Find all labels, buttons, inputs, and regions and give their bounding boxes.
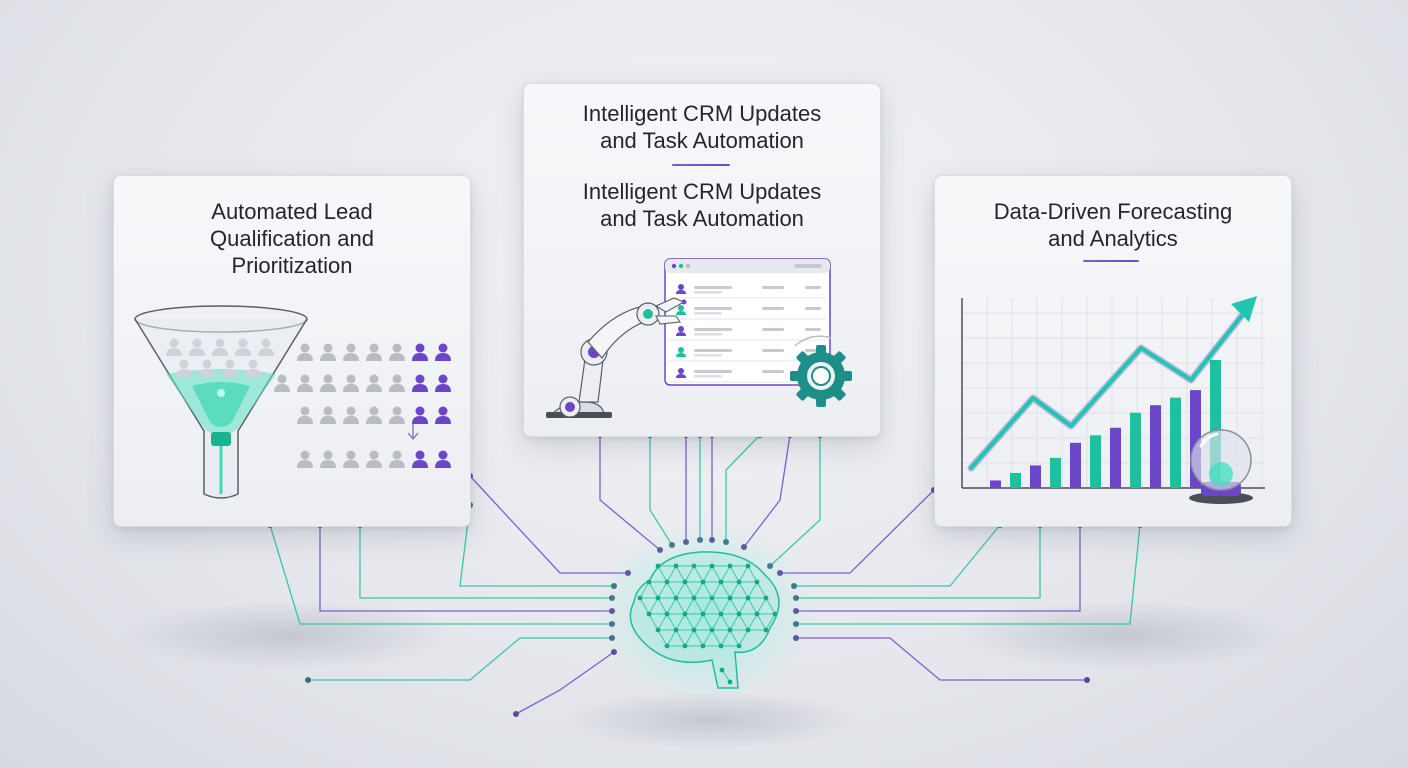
person-icon [412,450,428,468]
funnel-illustration [134,305,451,499]
connector-line [793,522,1043,601]
person-icon [366,374,382,392]
person-icon [320,374,336,392]
crm-row [669,284,826,299]
gear-icon [790,335,852,407]
crm-illustration [546,258,852,418]
person-icon [343,374,359,392]
connector-line [459,502,617,589]
bar [1110,427,1121,488]
person-icon [389,374,405,392]
floor-shadow-left [120,600,460,670]
bar [990,480,1001,488]
card-forecasting: Data-Driven Forecasting and Analytics [934,175,1292,527]
person-icon [297,374,313,392]
person-icon [320,343,336,361]
person-icon [366,406,382,424]
person-icon [412,406,428,424]
person-icon [366,343,382,361]
person-icon [212,338,228,356]
person-icon [389,406,405,424]
person-icon [245,359,261,377]
robot-arm-icon [546,297,687,418]
crm-row [669,326,826,341]
person-icon [199,359,215,377]
person-icon [320,450,336,468]
person-icon [435,374,451,392]
down-arrow-icon [407,424,419,441]
connector-line [513,649,617,717]
card-title-crm-automation: Intelligent CRM Updates and Task Automat… [582,101,822,153]
person-icon [166,338,182,356]
connector-line [793,635,1090,683]
brain-network-icon [594,522,814,702]
person-icon [435,343,451,361]
title-divider [1083,260,1139,262]
connector-line [357,522,615,601]
person-icon [343,406,359,424]
bar-chart-icon [990,360,1221,488]
bar [1030,465,1041,488]
connector-line [791,522,1003,589]
bar [1130,412,1141,488]
bar [1210,360,1221,488]
bar [1050,457,1061,488]
person-icon [235,338,251,356]
person-icon [389,450,405,468]
person-icon [435,450,451,468]
card-title-forecasting: Data-Driven Forecasting and Analytics [993,199,1233,251]
person-icon [258,338,274,356]
connector-line [305,635,615,683]
funnel-icon [134,305,308,499]
person-icon [389,343,405,361]
bar [1090,435,1101,488]
person-icon [222,359,238,377]
card-crm-automation: Intelligent CRM Updates and Task Automat… [523,83,881,437]
title-divider [672,164,730,166]
person-icon [297,343,313,361]
person-icon [366,450,382,468]
connector-line [467,473,631,576]
person-icon [343,450,359,468]
bar [1170,397,1181,488]
person-icon [297,450,313,468]
card-lead-qualification: Automated Lead Qualification and Priorit… [113,175,471,527]
person-icon [176,359,192,377]
connector-line [777,487,937,576]
person-icon [297,406,313,424]
crm-row [669,305,826,320]
person-icon [435,406,451,424]
crm-window-icon [664,258,831,386]
card-title-lead-qualification: Automated Lead Qualification and Priorit… [210,199,374,278]
person-icon [320,406,336,424]
floor-shadow-right [950,600,1290,670]
card-subtitle-crm-automation: Intelligent CRM Updates and Task Automat… [582,179,822,231]
bar [1070,442,1081,488]
person-icon [274,374,290,392]
forecast-illustration [961,296,1265,504]
person-icon [412,374,428,392]
trend-arrow-icon [967,296,1257,472]
person-icon [343,343,359,361]
bar [1190,390,1201,488]
person-icon [189,338,205,356]
person-icon [412,343,428,361]
bar [1010,472,1021,488]
bar [1150,405,1161,488]
crystal-ball-icon [1189,429,1253,504]
